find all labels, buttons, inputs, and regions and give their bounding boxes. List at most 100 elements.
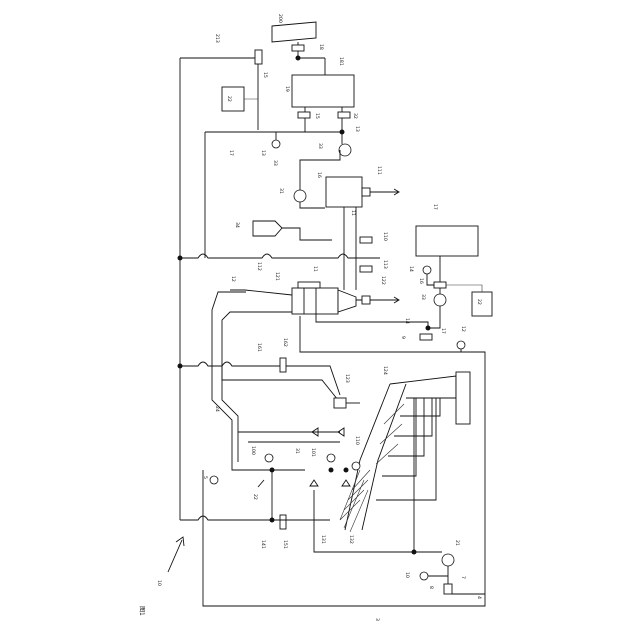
pointer-22: [258, 480, 264, 487]
separator-12: [292, 288, 338, 314]
valve-161: [334, 398, 346, 408]
pump-21: [442, 554, 454, 566]
label-22-top: 22: [226, 96, 232, 102]
line-to-separator: [230, 290, 292, 295]
label-11: 11: [350, 210, 356, 216]
junction-331-470: [329, 468, 334, 473]
label-200: 200: [277, 14, 283, 23]
label-5: 5: [202, 476, 208, 479]
valve-141: [280, 515, 286, 529]
label-12b: 12: [460, 326, 466, 332]
label-101: 101: [310, 448, 316, 457]
sweep-line-b: [222, 312, 292, 462]
reactor-top: [390, 376, 456, 398]
label-22-right: 22: [476, 299, 482, 305]
gauge-14-link: [427, 274, 434, 285]
label-33-pump: 33: [317, 143, 323, 149]
label-15: 15: [262, 72, 268, 78]
label-7: 7: [460, 576, 466, 579]
pump-21-out: [448, 566, 485, 594]
separator-cone-122: [338, 290, 356, 312]
label-11b: 11: [312, 266, 318, 272]
gauge-101: [327, 454, 335, 462]
valve-213: [255, 50, 262, 64]
pump-31: [294, 190, 306, 202]
label-24: 24: [214, 406, 220, 412]
label-33-right: 33: [420, 294, 426, 300]
label-16: 16: [316, 172, 322, 178]
reactor-packing: [340, 470, 370, 532]
junction-272-520: [270, 518, 275, 523]
label-3: 3: [374, 618, 380, 621]
label-8: 8: [428, 586, 434, 589]
label-4: 4: [476, 596, 482, 599]
figure-label: 图1: [138, 606, 145, 616]
label-14: 14: [404, 318, 410, 324]
system-pointer-10: [168, 540, 182, 572]
label-33: 33: [272, 160, 278, 166]
label-104: 110: [354, 436, 360, 445]
junction-top: [296, 56, 301, 61]
feed-4: [388, 398, 424, 456]
label-21: 21: [454, 540, 460, 546]
label-131: 131: [320, 535, 326, 544]
header-line-366: [180, 362, 340, 395]
gauge-10: [420, 572, 428, 580]
valve-17: [420, 334, 432, 340]
label-13: 13: [354, 126, 360, 132]
label-34: 34: [234, 222, 240, 228]
unit-11: [326, 177, 362, 207]
label-13-left: 13: [260, 150, 266, 156]
sweep-line-a: [212, 292, 305, 470]
valve-32: [338, 112, 350, 118]
label-17-right: 17: [432, 204, 438, 210]
separator-bottom-line: [316, 314, 428, 328]
valve-113: [360, 266, 372, 272]
label-132: 132: [348, 535, 354, 544]
label-181: 181: [338, 57, 344, 66]
valve-111: [362, 188, 370, 196]
label-v141: 151: [282, 540, 288, 549]
pump-31-out: [300, 202, 325, 208]
hopper-34: [253, 221, 282, 236]
label-100: 100: [250, 446, 256, 455]
reactor-header-124: [456, 372, 470, 424]
label-19: 19: [284, 86, 290, 92]
label-122: 122: [380, 276, 386, 285]
junction-180-258: [178, 256, 183, 261]
gauge-33: [272, 140, 280, 148]
outer-loop-line: [180, 50, 258, 520]
pump-33: [434, 294, 446, 306]
feed-6: [376, 398, 436, 500]
label-17-left: 17: [228, 150, 234, 156]
controller-22-link: [244, 99, 258, 122]
unit-17: [416, 226, 478, 256]
label-12: 12: [230, 276, 236, 282]
hopper-34-line: [282, 228, 332, 240]
label-32: 32: [352, 113, 358, 119]
label-162: 162: [282, 338, 288, 347]
label-16-right: 16: [418, 278, 424, 284]
pump-33-out: [428, 306, 440, 328]
valve-123: [362, 296, 370, 304]
gauge-12: [457, 341, 465, 349]
junction-180-366: [178, 364, 183, 369]
label-9: 9: [400, 336, 406, 339]
separator-cap-121: [298, 282, 320, 288]
arrow-up-314: [310, 480, 318, 486]
label-22-lower: 22: [252, 494, 258, 500]
junction-346-470: [344, 468, 349, 473]
gauge-100: [265, 454, 273, 462]
header-line-520: [180, 516, 330, 520]
label-31: 31: [278, 188, 284, 194]
valve-18: [292, 45, 304, 51]
unit-19: [292, 75, 354, 107]
label-v15: 15: [314, 113, 320, 119]
label-112: 112: [256, 262, 262, 271]
label-113: 113: [382, 260, 388, 269]
label-111: 111: [376, 166, 382, 175]
top-hopper: [272, 22, 316, 42]
feed-5: [382, 398, 416, 476]
